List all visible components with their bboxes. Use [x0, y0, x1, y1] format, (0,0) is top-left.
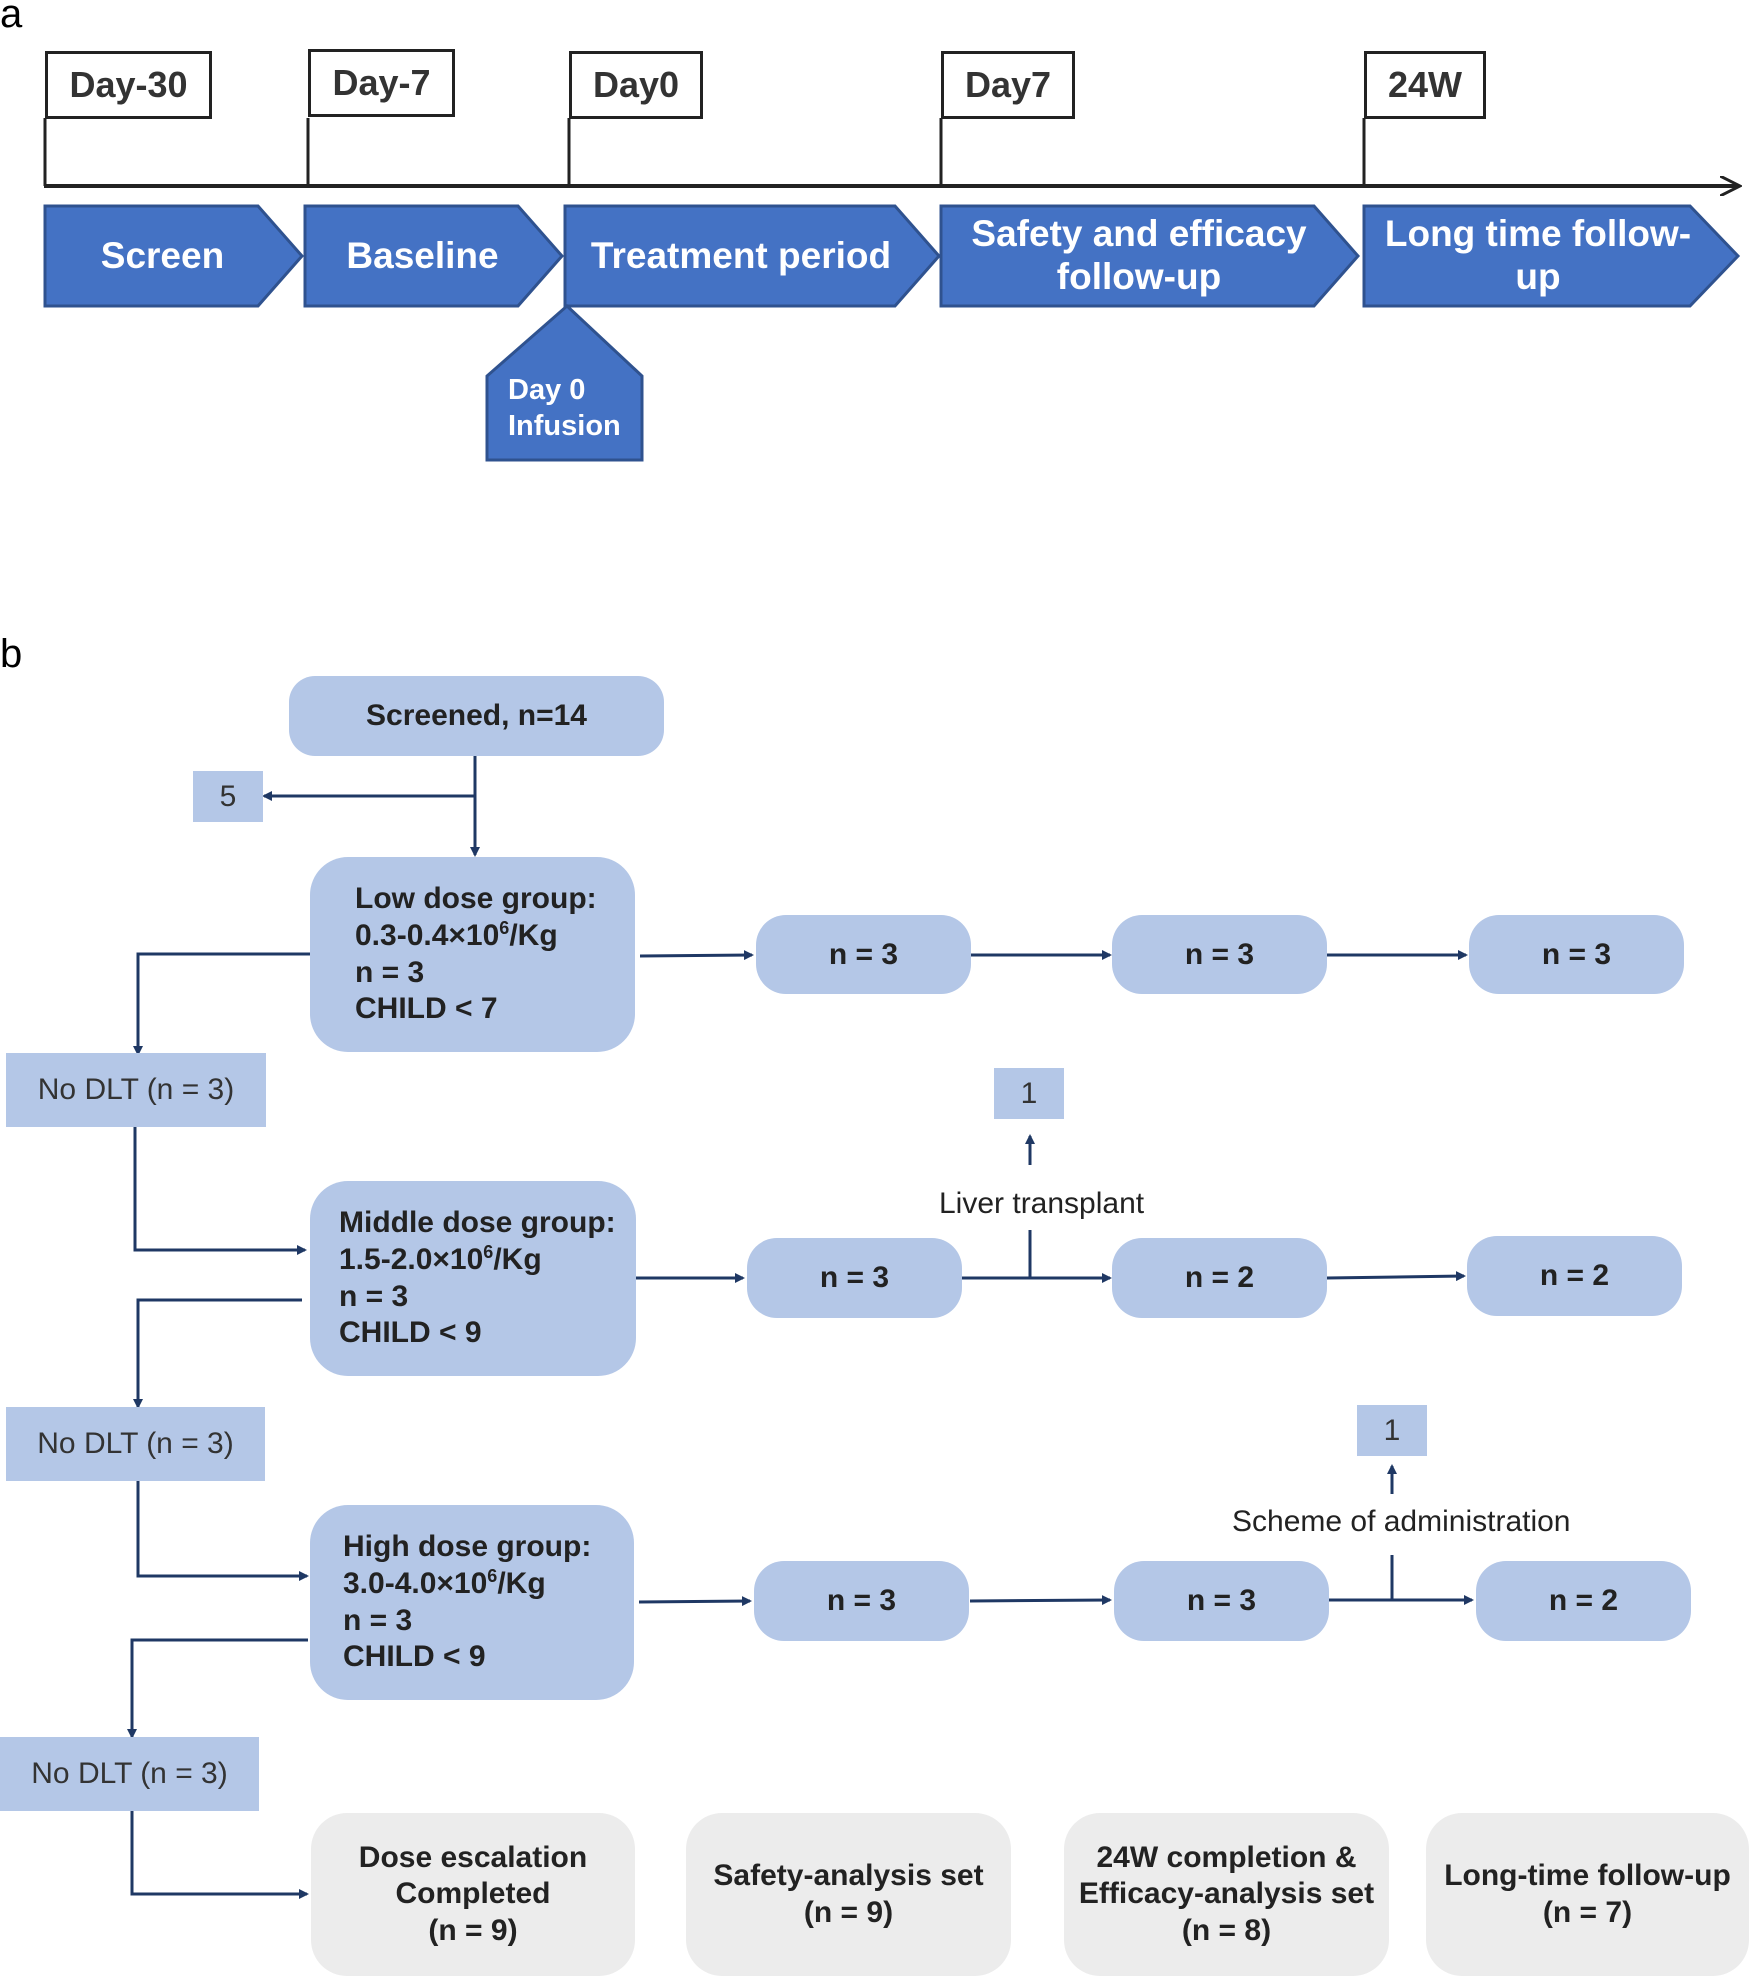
safety-analysis-line1: Safety-analysis set — [713, 1858, 984, 1892]
high-row-n-1: n = 3 — [754, 1561, 969, 1641]
dose-escalation-line2: Completed — [395, 1877, 551, 1911]
efficacy-analysis-line1: 24W completion & — [1096, 1840, 1357, 1874]
high-dose-n: n = 3 — [343, 1603, 413, 1637]
low-dose-n: n = 3 — [355, 955, 425, 989]
infusion-marker: Day 0 Infusion — [508, 372, 642, 445]
low-dose-child: CHILD < 7 — [355, 992, 498, 1026]
safety-analysis-set-box: Safety-analysis set (n = 9) — [686, 1813, 1011, 1976]
phase-treatment: Treatment period — [590, 234, 892, 276]
high-dose-group-box: High dose group: 3.0-4.0×106/Kg n = 3 CH… — [310, 1505, 634, 1700]
long-followup-line2: (n = 7) — [1542, 1895, 1633, 1929]
no-dlt-box-low: No DLT (n = 3) — [6, 1053, 266, 1127]
phase-safety-line2: follow-up — [1056, 256, 1222, 297]
phase-safety-shape — [939, 204, 1360, 308]
efficacy-analysis-set-box: 24W completion & Efficacy-analysis set (… — [1064, 1813, 1389, 1976]
phase-baseline-shape — [303, 204, 564, 308]
low-dose-range: 0.3-0.4×106/Kg — [355, 917, 558, 952]
phase-baseline: Baseline — [346, 234, 499, 276]
middle-dose-child: CHILD < 9 — [339, 1316, 482, 1350]
low-dose-title: Low dose group: — [355, 882, 597, 916]
no-dlt-box-middle: No DLT (n = 3) — [6, 1407, 265, 1481]
high-dose-child: CHILD < 9 — [343, 1640, 486, 1674]
efficacy-analysis-line3: (n = 8) — [1181, 1913, 1272, 1947]
infusion-line2: Infusion — [508, 410, 621, 443]
infusion-shape — [485, 303, 644, 462]
low-row-n-3: n = 3 — [1469, 915, 1684, 994]
middle-dose-range: 1.5-2.0×106/Kg — [339, 1241, 542, 1276]
no-dlt-box-high: No DLT (n = 3) — [0, 1737, 259, 1811]
middle-row-n-1: n = 3 — [747, 1238, 962, 1318]
high-dose-range: 3.0-4.0×106/Kg — [343, 1565, 546, 1600]
liver-transplant-count: 1 — [994, 1068, 1064, 1119]
phase-screen-shape — [43, 204, 304, 308]
scheme-label: Scheme of administration — [1232, 1505, 1571, 1538]
scheme-count: 1 — [1357, 1405, 1427, 1456]
high-row-n-3: n = 2 — [1476, 1561, 1691, 1641]
high-row-n-2: n = 3 — [1114, 1561, 1329, 1641]
phase-long-line1: Long time follow- — [1384, 213, 1692, 255]
middle-dose-n: n = 3 — [339, 1279, 409, 1313]
day-box-day-30: Day-30 — [45, 51, 212, 119]
flow-connectors — [127, 756, 1474, 1899]
phase-arrows — [43, 204, 1741, 462]
infusion-line1: Day 0 — [508, 374, 586, 406]
phase-safety-line1: Safety and efficacy — [971, 213, 1307, 255]
phase-long-followup: Long time follow- up — [1364, 206, 1712, 306]
phase-long-line2: up — [1515, 256, 1561, 297]
phase-treatment-shape — [563, 204, 941, 308]
panel-a-label: a — [0, 0, 23, 36]
middle-dose-title: Middle dose group: — [339, 1206, 616, 1240]
timeline — [43, 118, 1738, 186]
dose-escalation-line3: (n = 9) — [428, 1913, 518, 1947]
middle-row-n-3: n = 2 — [1467, 1236, 1682, 1316]
day-box-day-7: Day-7 — [308, 49, 455, 117]
high-dose-title: High dose group: — [343, 1530, 592, 1564]
dose-escalation-completed-box: Dose escalation Completed (n = 9) — [311, 1813, 635, 1976]
middle-dose-group-box: Middle dose group: 1.5-2.0×106/Kg n = 3 … — [310, 1181, 636, 1376]
day-box-24w: 24W — [1364, 51, 1486, 119]
low-row-n-1: n = 3 — [756, 915, 971, 994]
middle-row-n-2: n = 2 — [1112, 1238, 1327, 1318]
safety-analysis-line2: (n = 9) — [803, 1895, 894, 1929]
day-box-day0: Day0 — [569, 51, 703, 119]
panel-b-label: b — [0, 632, 23, 676]
low-row-n-2: n = 3 — [1112, 915, 1327, 994]
day-box-day7: Day7 — [941, 51, 1075, 119]
efficacy-analysis-line2: Efficacy-analysis set — [1078, 1877, 1375, 1911]
long-followup-line1: Long-time follow-up — [1444, 1858, 1731, 1892]
phase-safety-followup: Safety and efficacy follow-up — [941, 206, 1337, 306]
screened-box: Screened, n=14 — [289, 676, 664, 756]
low-dose-group-box: Low dose group: 0.3-0.4×106/Kg n = 3 CHI… — [310, 857, 635, 1052]
phase-screen: Screen — [100, 234, 225, 276]
liver-transplant-label: Liver transplant — [939, 1187, 1145, 1220]
phase-long-shape — [1362, 204, 1741, 308]
long-time-followup-box: Long-time follow-up (n = 7) — [1426, 1813, 1749, 1976]
excluded-count-box: 5 — [193, 771, 263, 822]
dose-escalation-line1: Dose escalation — [358, 1840, 588, 1874]
